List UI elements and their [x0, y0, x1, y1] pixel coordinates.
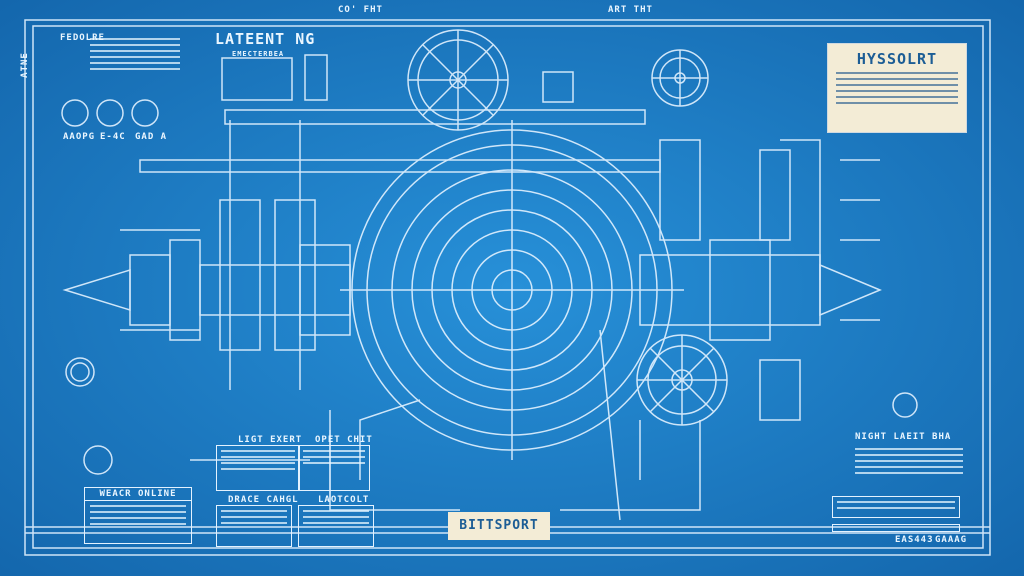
icon-label: E-4C	[100, 132, 126, 142]
bottom-card: BITTSPORT	[448, 512, 550, 540]
info-card-title: HYSSOLRT	[856, 50, 938, 68]
left-shaft	[62, 109, 661, 390]
seal-icon	[83, 445, 113, 475]
central-wheel	[340, 120, 684, 460]
right-notes-title: NIGHT LAEIT BHA	[855, 432, 952, 442]
box-title: DRACE CAHGL	[228, 495, 299, 505]
center-top-box-heading: EMECTERBEA	[232, 50, 285, 58]
info-box	[298, 445, 370, 491]
box-title: LAOTCOLT	[318, 495, 370, 505]
box-title: OPET CHIT	[315, 435, 373, 445]
info-box	[298, 505, 374, 547]
right-notes-text	[855, 444, 963, 478]
top-center-label: CO' FHT	[338, 5, 383, 15]
heart-icon	[61, 99, 89, 127]
right-notes-box	[832, 496, 960, 518]
info-card: HYSSOLRT	[827, 43, 967, 133]
center-top-title: LATEENT NG	[215, 30, 316, 48]
left-panel-text	[90, 34, 180, 74]
footer-label: EAS443	[895, 535, 934, 545]
bottom-left-panel: WEACR ONLINE	[84, 487, 192, 544]
left-side-label: ATNE	[19, 52, 30, 78]
leaf-icon	[96, 99, 124, 127]
icon-label: GAD A	[135, 132, 168, 142]
footer-label: GAAAG	[935, 535, 968, 545]
info-box	[216, 505, 292, 547]
left-panel-heading: FEDOLRE	[60, 33, 105, 43]
upper-right-gear	[651, 49, 709, 107]
right-shaft	[639, 139, 882, 421]
top-right-label: ART THT	[608, 5, 653, 15]
bottom-left-title: WEACR ONLINE	[85, 488, 191, 501]
lower-right-gear	[636, 334, 728, 426]
icon-label: AAOPG	[63, 132, 96, 142]
top-gear	[407, 29, 509, 131]
face-icon	[131, 99, 159, 127]
box-title: LIGT EXERT	[238, 435, 303, 445]
outer-border	[24, 19, 991, 556]
info-box	[216, 445, 300, 491]
